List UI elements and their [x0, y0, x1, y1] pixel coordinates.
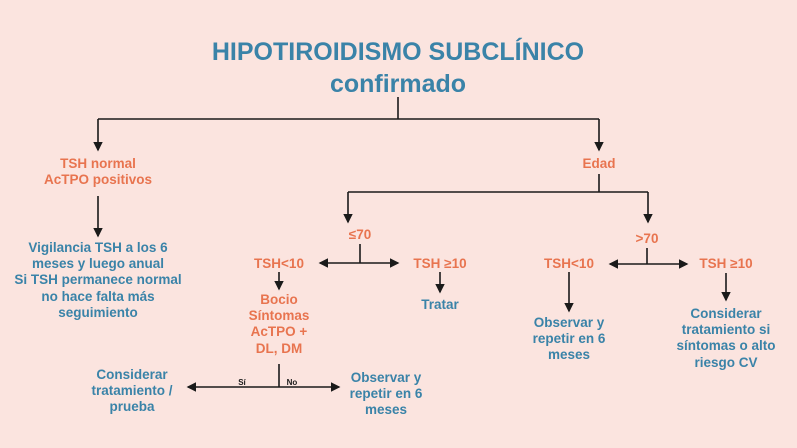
- node-bocio-line-1: Bocio: [260, 292, 298, 307]
- node-bocio-line-2: Síntomas: [248, 308, 310, 324]
- node-considerar-cv-line-3: síntomas o alto: [676, 338, 776, 354]
- node-observar-le70-line-3: meses: [364, 402, 408, 418]
- node-bocio-line-3: AcTPO +: [250, 324, 308, 340]
- title-line-1: HIPOTIROIDISMO SUBCLÍNICO: [211, 38, 585, 66]
- node-bocio: Bocio Síntomas AcTPO + DL, DM: [229, 292, 329, 357]
- node-gt70-tsh-low: TSH<10: [544, 256, 594, 271]
- node-edad: Edad: [582, 156, 616, 171]
- node-observar-gt70-line-1: Observar y: [533, 315, 605, 330]
- diagram-title: HIPOTIROIDISMO SUBCLÍNICO confirmado: [148, 36, 648, 100]
- node-gt70-tsh-high: TSH ≥10: [699, 256, 753, 271]
- node-considerar-prueba-line-1: Considerar: [96, 367, 168, 382]
- label-si: Sí: [238, 378, 246, 387]
- node-vigilancia-line-2: meses y luego anual: [31, 256, 165, 272]
- node-le70-tsh-low: TSH<10: [254, 256, 304, 271]
- node-considerar-cv-line-1: Considerar: [690, 306, 762, 321]
- node-le70: ≤70: [348, 227, 372, 242]
- node-vigilancia-line-4: no hace falta más: [41, 288, 155, 304]
- node-vigilancia-line-5: seguimiento: [58, 304, 138, 320]
- node-gt70: >70: [635, 231, 659, 246]
- node-considerar-prueba: Considerar tratamiento / prueba: [72, 367, 192, 416]
- node-observar-gt70-line-2: repetir en 6: [532, 331, 606, 347]
- title-line-2: confirmado: [329, 70, 467, 98]
- node-considerar-cv-line-2: tratamiento si: [681, 322, 771, 338]
- node-observar-le70: Observar y repetir en 6 meses: [326, 370, 446, 419]
- node-considerar-prueba-line-3: prueba: [109, 399, 155, 415]
- node-bocio-line-4: DL, DM: [255, 340, 303, 356]
- node-observar-le70-line-2: repetir en 6: [349, 386, 423, 402]
- node-observar-gt70: Observar y repetir en 6 meses: [509, 315, 629, 364]
- node-tsh-normal-line-1: TSH normal: [60, 156, 136, 171]
- node-considerar-prueba-line-2: tratamiento /: [91, 383, 173, 399]
- node-observar-le70-line-1: Observar y: [350, 370, 422, 385]
- node-considerar-cv-line-4: riesgo CV: [694, 354, 758, 370]
- node-vigilancia: Vigilancia TSH a los 6 meses y luego anu…: [8, 240, 188, 321]
- node-vigilancia-line-3: Si TSH permanece normal: [14, 272, 182, 288]
- node-considerar-cv: Considerar tratamiento si síntomas o alt…: [666, 306, 786, 371]
- node-tsh-normal: TSH normal AcTPO positivos: [28, 156, 168, 188]
- node-tsh-normal-line-2: AcTPO positivos: [43, 172, 153, 188]
- node-le70-tsh-high: TSH ≥10: [413, 256, 467, 271]
- node-vigilancia-line-1: Vigilancia TSH a los 6: [28, 240, 168, 255]
- node-observar-gt70-line-3: meses: [547, 347, 591, 363]
- node-tratar: Tratar: [421, 297, 459, 312]
- label-no: No: [286, 378, 298, 387]
